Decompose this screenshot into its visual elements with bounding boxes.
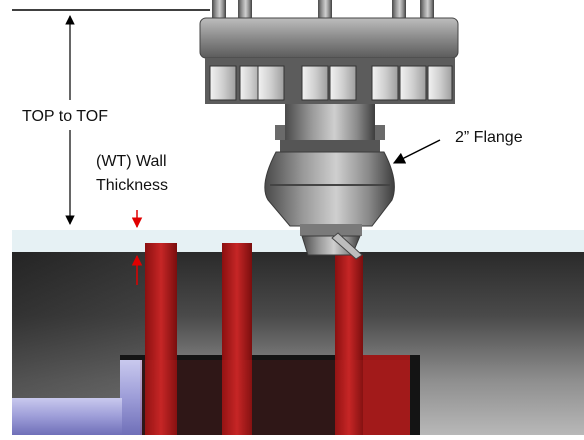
red-band-1 [145,243,177,435]
nut-3 [257,65,285,101]
stud-3 [318,0,332,22]
red-overlay [140,360,410,435]
label-wall-thickness-line1: (WT) Wall [96,153,167,170]
red-band-2 [222,243,252,435]
nut-8 [427,65,453,101]
inner-red-block [355,355,410,435]
pipe-top-surface [12,230,584,252]
label-flange: 2” Flange [455,129,523,146]
nut-6 [371,65,399,101]
red-band-3 [335,255,363,435]
nozzle-pin [331,232,363,260]
label-background [18,100,128,130]
stud-1 [212,0,226,22]
stud-5 [420,0,434,22]
nut-4 [301,65,329,101]
flange-assembly [199,0,459,260]
flange-plate [199,17,459,59]
neck-ring [280,140,380,152]
flange-pointer-icon [392,139,441,164]
nut-7 [399,65,427,101]
nut-1 [209,65,237,101]
cutter-shaft [12,398,122,435]
stud-2 [238,0,252,22]
nozzle-collar [300,224,362,236]
label-wall-thickness-line2: Thickness [96,177,168,194]
nut-5 [329,65,357,101]
inner-bore-left-edge [120,360,142,435]
flange-bell [264,151,395,227]
label-top-to-tof: TOP to TOF [22,108,108,125]
stud-4 [392,0,406,22]
